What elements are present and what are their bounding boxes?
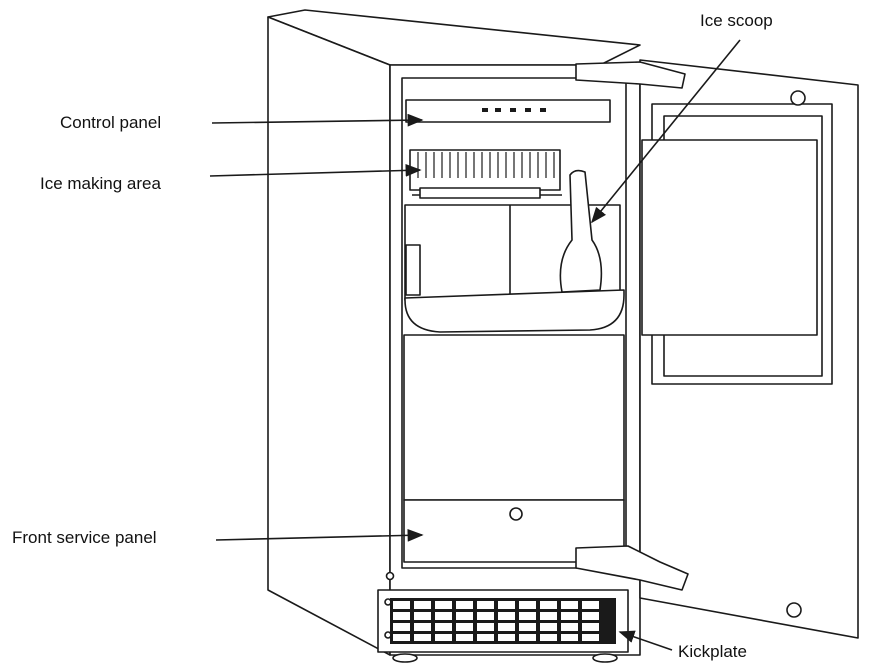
arrow-front-service-panel: [215, 528, 424, 542]
hinge-top: [575, 61, 686, 89]
label-ice-scoop: Ice scoop: [700, 11, 773, 30]
arrow-kickplate: [618, 630, 673, 651]
cabinet-side: [267, 16, 391, 656]
label-front-service-panel: Front service panel: [12, 528, 157, 547]
bin-front: [403, 334, 625, 501]
bin-lip: [404, 289, 625, 333]
arrow-ice-scoop: [590, 39, 741, 224]
hinge-bottom: [575, 545, 689, 591]
label-ice-making-area: Ice making area: [40, 174, 161, 193]
door-bolt-bottom: [786, 602, 802, 618]
door-shelf: [641, 139, 818, 336]
control-panel: [405, 99, 611, 123]
label-kickplate: Kickplate: [678, 642, 747, 661]
door-bolt-top: [790, 90, 806, 106]
arrow-ice-making-area: [209, 164, 422, 177]
service-panel-screw: [509, 507, 523, 521]
ice-making-area: [409, 149, 561, 191]
ice-fins: [417, 152, 555, 178]
control-panel-buttons: [482, 108, 546, 112]
ice-scoop: [559, 169, 603, 293]
label-control-panel: Control panel: [60, 113, 162, 132]
arrow-control-panel: [211, 113, 424, 127]
